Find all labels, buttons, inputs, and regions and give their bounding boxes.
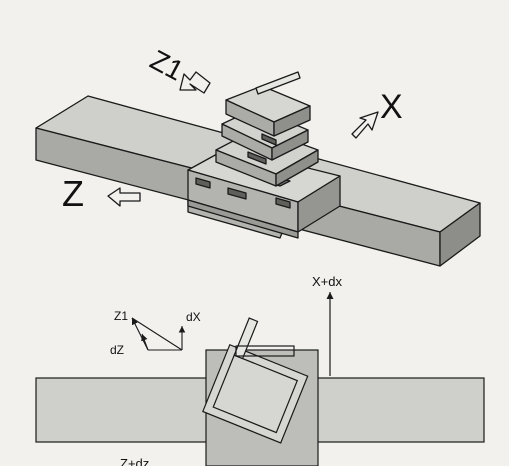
tool-block-top: [225, 71, 311, 137]
plan-view: [35, 317, 485, 466]
plan-rotated-slide: [202, 317, 309, 444]
z-direction-arrow: [107, 187, 141, 207]
vector-triangle: [131, 317, 186, 351]
vector-z1-label: Z1: [114, 309, 128, 323]
x-plus-dx-label: X+dx: [312, 274, 342, 289]
vector-dx-label: dX: [186, 310, 201, 324]
z1-direction-arrow: [179, 71, 211, 94]
x-direction-arrow: [351, 111, 379, 139]
vector-dz-label: dZ: [110, 343, 124, 357]
z-axis-label: Z: [62, 173, 84, 214]
isometric-view: [35, 71, 481, 267]
z-plus-dz-label: Z+dz: [120, 456, 149, 466]
x-axis-label: X: [380, 88, 403, 126]
